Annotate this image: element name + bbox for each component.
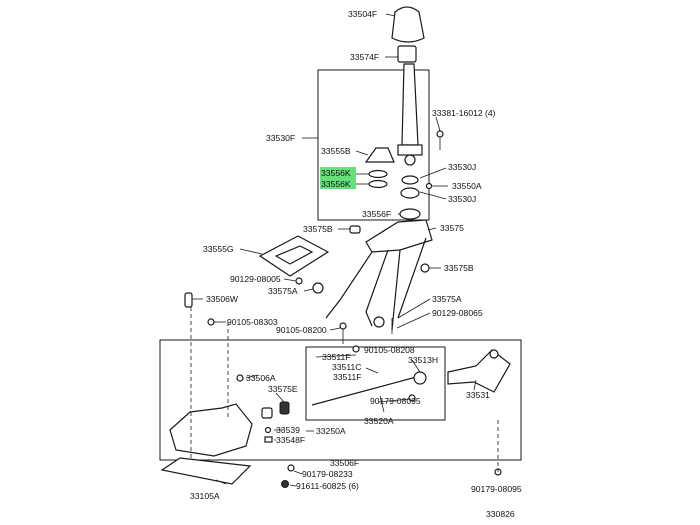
label-33506w: 33506W [206, 294, 239, 304]
rod-nut [408, 394, 416, 402]
label-33530j-lower: 33530J [448, 194, 476, 204]
lever-base-plate [397, 144, 423, 156]
small-pin [425, 182, 433, 190]
nut-right [420, 263, 430, 273]
shift-gate-plate [258, 235, 330, 277]
label-33575: 33575 [440, 223, 464, 233]
gate-slot [274, 245, 314, 265]
label-90179-08095-inner: 90179-08095 [370, 396, 421, 406]
bolt-upper-left [207, 318, 215, 326]
bracket-bushing [349, 225, 361, 234]
shift-bracket-top [365, 219, 433, 253]
label-33575a-left: 33575A [268, 286, 298, 296]
label-33506f: 33506F [330, 458, 359, 468]
label-33511f-upper: 33511F [322, 352, 351, 362]
label-33513h: 33513H [408, 355, 438, 365]
shift-boot [364, 147, 395, 163]
label-33531: 33531 [466, 390, 490, 400]
label-90129-08065: 90129-08065 [432, 308, 483, 318]
bushing-right [373, 316, 385, 328]
label-33530f: 33530F [266, 133, 295, 143]
selector-rod [311, 375, 421, 406]
label-90129-08005: 90129-08005 [230, 274, 281, 284]
label-33575b-upper: 33575B [303, 224, 333, 234]
lever-bushing [399, 208, 421, 220]
label-33555b: 33555B [321, 146, 351, 156]
o-ring-upper [368, 169, 388, 179]
label-33511f-lower: 33511F [333, 372, 362, 382]
label-91611-60825: 91611-60825 (6) [296, 481, 359, 491]
shift-housing [169, 403, 253, 457]
o-ring-lower [368, 179, 388, 189]
label-33575e: 33575E [268, 384, 298, 394]
nut-91611 [281, 480, 289, 488]
clip-33548f [264, 436, 273, 443]
housing-bushing [261, 407, 273, 419]
pin-33506w [184, 292, 193, 308]
label-33511c: 33511C [332, 362, 361, 372]
label-33105a: 33105A [190, 491, 220, 501]
shift-knob [391, 6, 425, 43]
label-33250a: 33250A [316, 426, 346, 436]
diagram-reference-number: 330826 [486, 509, 515, 519]
label-33539: 33539 [276, 425, 300, 435]
label-33574f: 33574F [350, 52, 379, 62]
bolt-head [436, 130, 444, 138]
label-90105-08208: 90105-08208 [364, 345, 415, 355]
label-90105-08303: 90105-08303 [227, 317, 278, 327]
label-33556k-lower: 33556K [321, 179, 351, 189]
lever-ring [401, 175, 419, 185]
rod-bolt [352, 345, 360, 353]
label-33575b-lower: 33575B [444, 263, 474, 273]
cable-bracket [447, 349, 511, 393]
label-33555g: 33555G [203, 244, 234, 254]
label-90105-08200: 90105-08200 [276, 325, 327, 335]
housing-cushion [279, 401, 290, 415]
bolt-90179 [287, 464, 295, 472]
rod-joint [413, 371, 427, 385]
lever-seat [400, 187, 420, 199]
shift-lever [401, 63, 419, 146]
upper-assembly-frame [317, 69, 430, 221]
leader-lines [192, 13, 477, 487]
bolt-center [339, 322, 347, 330]
shift-bracket-legs [325, 237, 427, 331]
label-33506a: 33506A [246, 373, 276, 383]
lever-ball [404, 154, 416, 166]
label-90179-08233: 90179-08233 [302, 469, 353, 479]
highlight-33556k-upper [320, 167, 356, 178]
label-33520a: 33520A [364, 416, 394, 426]
label-33381-16012: 33381-16012 (4) [432, 108, 496, 118]
bushing-left [312, 282, 324, 294]
clip-33506a [236, 374, 244, 382]
label-33556f: 33556F [362, 209, 391, 219]
highlight-33556k-lower [320, 178, 356, 189]
label-33556k-upper: 33556K [321, 168, 351, 178]
label-33530j-upper: 33530J [448, 162, 476, 172]
cable-nut [489, 349, 499, 359]
label-33575a-right: 33575A [432, 294, 462, 304]
housing-cover-33105a [160, 457, 252, 485]
knob-collar [397, 45, 417, 63]
label-90179-08095-bottom: 90179-08095 [471, 484, 522, 494]
inner-assembly-frame [305, 346, 446, 421]
label-33548f: 33548F [276, 435, 305, 445]
label-33550a: 33550A [452, 181, 482, 191]
lower-assembly-frame [159, 339, 522, 461]
clip-33539 [264, 426, 272, 434]
plate-bolt [295, 277, 303, 285]
label-33504f: 33504F [348, 9, 377, 19]
